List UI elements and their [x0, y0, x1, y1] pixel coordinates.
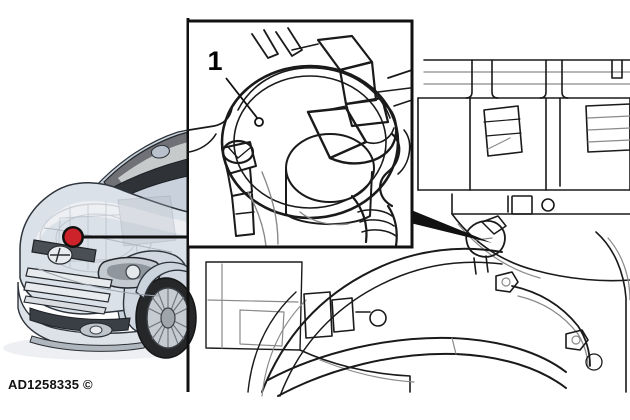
wheel-hub-cap	[160, 307, 176, 329]
brand-badge-glyph	[50, 247, 70, 263]
fog-lamp-lens	[89, 325, 103, 335]
engine-bay-line-art	[205, 59, 630, 397]
callout-leader-line	[225, 77, 259, 120]
vehicle-illustration	[3, 129, 197, 360]
bumper-chrome-lip	[29, 335, 147, 352]
callout-leader-dot	[254, 117, 264, 127]
inset-line-art	[188, 27, 413, 248]
detail-pointer-arrow	[394, 203, 492, 243]
inset-border	[189, 19, 414, 249]
hood-highlight	[34, 201, 188, 248]
wing-mirror	[150, 144, 170, 159]
location-marker-dot[interactable]	[64, 228, 82, 246]
magnified-detail-inset: 1	[188, 19, 414, 249]
callout-number-1: 1	[207, 46, 222, 76]
figure-caption: AD1258335 ©	[8, 377, 93, 392]
headlamp-projector	[125, 264, 141, 280]
windshield-reflection	[118, 142, 188, 186]
body-crease-1	[35, 267, 161, 297]
